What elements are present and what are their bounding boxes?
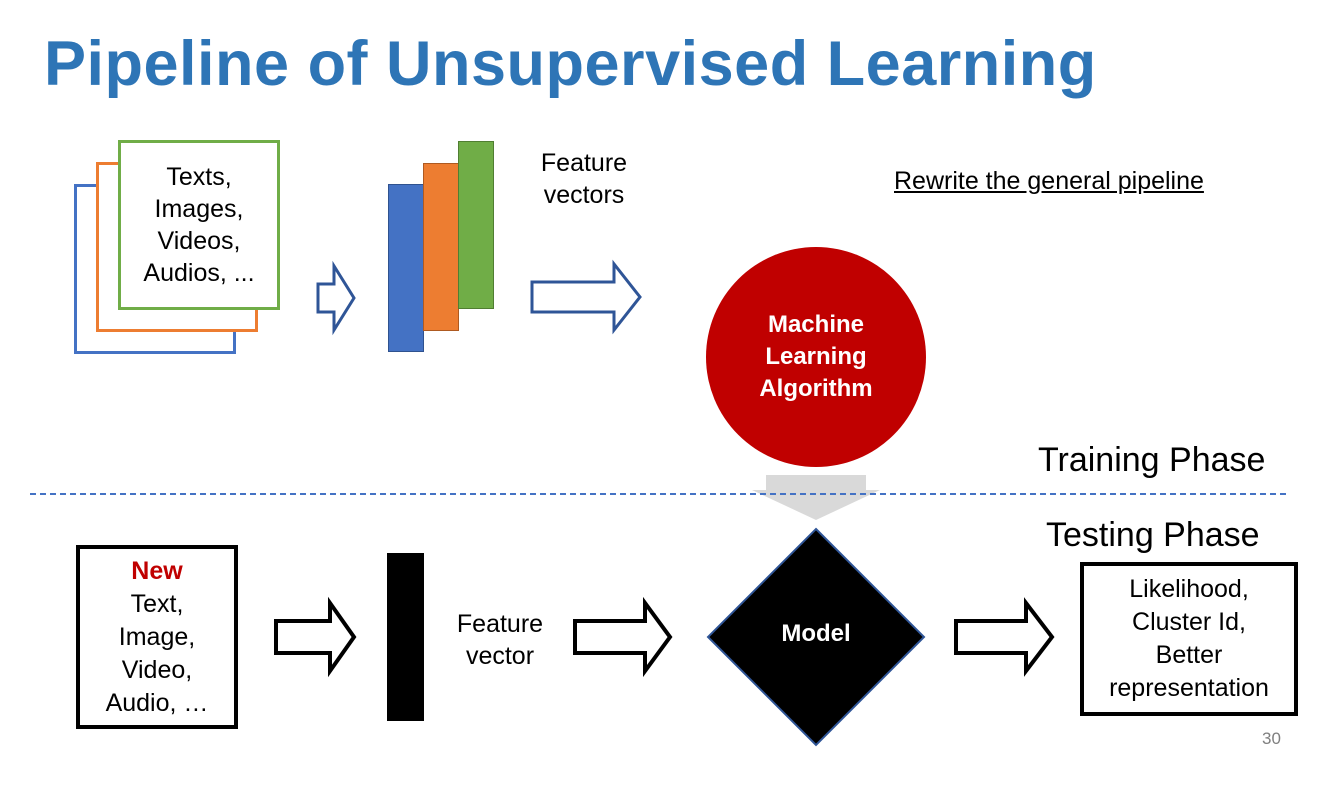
training-input-documents: Texts, Images, Videos, Audios, ... bbox=[118, 140, 280, 310]
input-line: Audio, … bbox=[105, 688, 209, 717]
algorithm-line: Algorithm bbox=[759, 375, 873, 402]
feature-vector-bar-blue bbox=[388, 184, 424, 352]
input-line: Text, bbox=[130, 589, 184, 618]
input-line: Audios, ... bbox=[143, 259, 255, 287]
input-line: Video, bbox=[121, 655, 193, 684]
testing-input-box: New Text, Image, Video, Audio, … bbox=[76, 545, 238, 729]
testing-phase-label: Testing Phase bbox=[1046, 516, 1260, 554]
right-arrow-icon bbox=[530, 259, 642, 335]
feature-vectors-label-line: Feature bbox=[540, 149, 628, 177]
page-number: 30 bbox=[1262, 729, 1281, 748]
down-arrow-to-model bbox=[752, 475, 880, 520]
right-arrow-icon bbox=[316, 260, 356, 336]
right-arrow-icon bbox=[573, 596, 673, 678]
output-line: representation bbox=[1109, 674, 1269, 702]
feature-vector-bar-orange bbox=[423, 163, 459, 331]
output-box: Likelihood, Cluster Id, Better represent… bbox=[1080, 562, 1298, 716]
feature-vectors-label-line: vectors bbox=[543, 181, 625, 209]
feature-vector-bar-black bbox=[387, 553, 424, 721]
output-line: Likelihood, bbox=[1129, 575, 1249, 603]
right-arrow-icon bbox=[274, 596, 357, 678]
algorithm-line: Machine bbox=[767, 311, 864, 338]
algorithm-line: Learning bbox=[765, 343, 867, 370]
output-line: Cluster Id, bbox=[1132, 608, 1246, 636]
feature-vector-label-line: Feature bbox=[456, 610, 544, 638]
machine-learning-algorithm-circle: Machine Learning Algorithm bbox=[706, 247, 926, 467]
feature-vector-label: Feature vector bbox=[440, 608, 560, 672]
output-line: Better bbox=[1155, 641, 1223, 669]
model-label: Model bbox=[781, 620, 851, 647]
input-line: Texts, bbox=[166, 163, 232, 191]
right-arrow-icon bbox=[954, 597, 1055, 677]
training-phase-label: Training Phase bbox=[1038, 441, 1266, 479]
feature-vector-bar-green bbox=[458, 141, 494, 309]
new-label: New bbox=[131, 556, 183, 585]
rewrite-pipeline-link[interactable]: Rewrite the general pipeline bbox=[894, 167, 1204, 195]
model-diamond bbox=[706, 527, 926, 747]
feature-vectors-label: Feature vectors bbox=[524, 147, 644, 211]
input-line: Images, bbox=[154, 195, 244, 223]
input-line: Image, bbox=[118, 622, 196, 651]
phase-divider bbox=[30, 493, 1286, 495]
page-title: Pipeline of Unsupervised Learning bbox=[44, 29, 1097, 99]
feature-vector-label-line: vector bbox=[465, 642, 535, 670]
input-line: Videos, bbox=[157, 227, 241, 255]
